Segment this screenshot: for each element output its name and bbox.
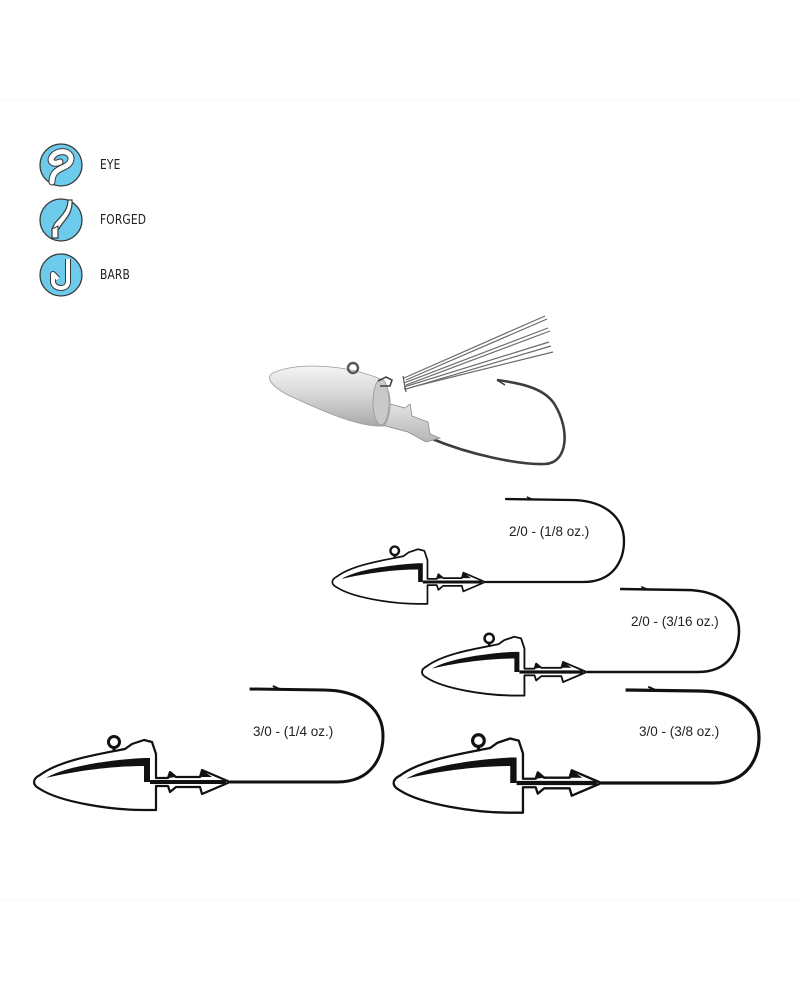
eye-icon xyxy=(39,143,83,187)
feature-label: BARB xyxy=(100,267,130,283)
jig-size-diagram xyxy=(32,685,385,812)
feature-eye: EYE xyxy=(38,142,125,188)
feature-forged: FORGED xyxy=(38,197,156,243)
jig-head-icon xyxy=(420,632,588,697)
jig-head-icon xyxy=(331,545,487,606)
hook-icon xyxy=(586,587,741,674)
jig-size-diagram xyxy=(331,496,626,606)
jig-head-icon xyxy=(32,735,232,812)
jig-photo xyxy=(269,315,566,466)
hook-icon xyxy=(230,687,385,784)
jig-head-icon xyxy=(392,733,603,815)
size-label: 3/0 - (1/4 oz.) xyxy=(253,724,334,739)
feature-label: FORGED xyxy=(100,212,147,228)
hook-icon xyxy=(601,688,761,785)
feature-label: EYE xyxy=(100,157,121,173)
size-label: 2/0 - (3/16 oz.) xyxy=(631,614,719,629)
forged-icon xyxy=(39,198,83,242)
jig-size-diagram xyxy=(420,585,741,697)
size-chart xyxy=(32,496,761,815)
barb-icon xyxy=(39,253,83,297)
jig-size-diagram xyxy=(392,685,761,815)
feature-barb: BARB xyxy=(38,252,137,298)
size-label: 3/0 - (3/8 oz.) xyxy=(639,724,720,739)
hook-icon xyxy=(485,497,626,584)
size-label: 2/0 - (1/8 oz.) xyxy=(509,524,590,539)
